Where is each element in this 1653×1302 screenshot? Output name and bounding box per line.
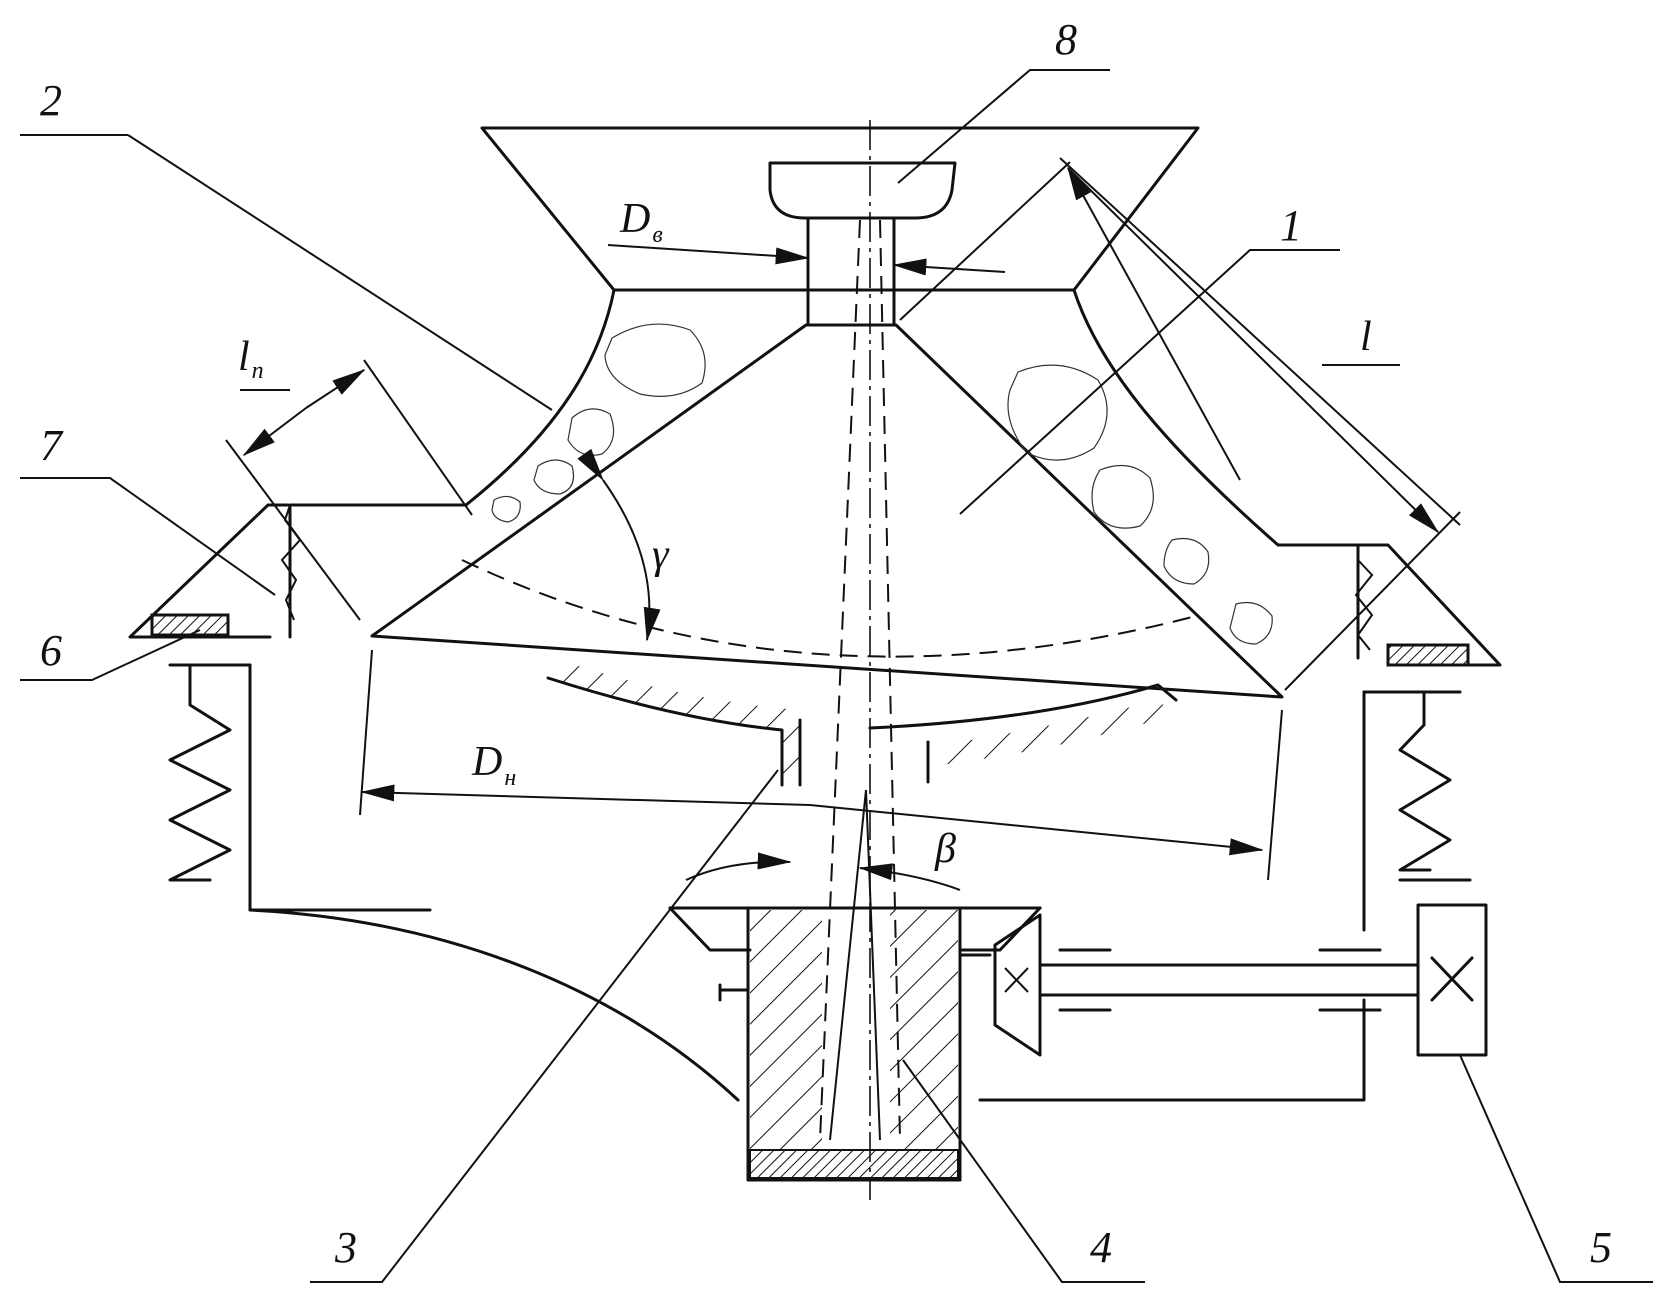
label-gamma: γ [652, 532, 670, 578]
label-part-8: 8 [1055, 15, 1077, 64]
label-d-upper: Dв [619, 196, 663, 248]
left-damper-pad [150, 613, 230, 637]
right-damper-pad [1386, 643, 1470, 667]
label-l-gap: lп [238, 334, 264, 384]
drive-unit [993, 903, 1488, 1057]
spherical-support [546, 660, 1178, 787]
dimension-lines [225, 157, 1461, 891]
label-part-7: 7 [40, 421, 64, 470]
outer-bowl [288, 288, 1360, 660]
shaft-assembly [668, 120, 1042, 1200]
left-support [128, 503, 432, 912]
label-part-4: 4 [1090, 1223, 1112, 1272]
motor-box [1416, 903, 1488, 1057]
material-lumps [491, 323, 1273, 645]
label-beta: β [934, 826, 956, 872]
right-support [1354, 543, 1502, 932]
dimension-labels: Dв l lп γ Dн β [238, 196, 1372, 872]
label-part-2: 2 [40, 76, 62, 125]
frame [248, 908, 1366, 1102]
label-part-6: 6 [40, 626, 62, 675]
label-d-lower: Dн [471, 739, 516, 791]
label-part-1: 1 [1280, 201, 1302, 250]
distributor-plate [768, 161, 957, 220]
label-part-5: 5 [1590, 1223, 1612, 1272]
label-l-cone: l [1360, 314, 1372, 360]
leader-lines [20, 69, 1653, 1283]
part-labels: 8 2 1 7 6 3 4 5 [40, 15, 1612, 1272]
label-part-3: 3 [334, 1223, 357, 1272]
